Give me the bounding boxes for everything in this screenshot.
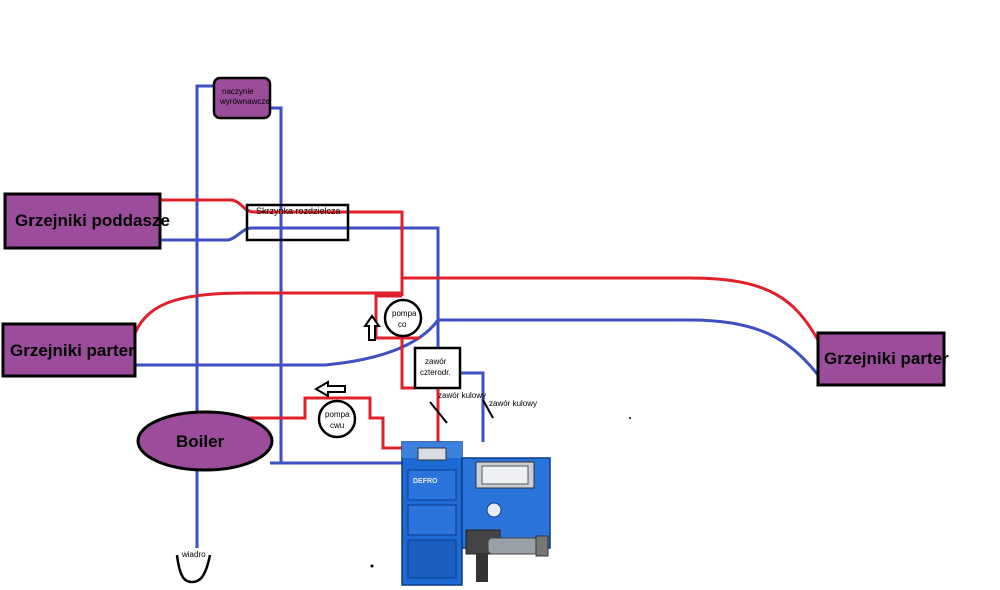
bucket-icon: wiadro — [175, 550, 212, 584]
ground-floor-radiators-right-box: Grzejniki parter — [816, 331, 949, 387]
mixing-valve-supply-pipe — [400, 338, 415, 390]
ball-valve-2-label: zawór kulowy — [489, 399, 537, 408]
cwu-pump: pompa cwu — [317, 399, 357, 439]
boiler: Boiler — [136, 410, 274, 472]
expansion-return-pipe — [270, 106, 283, 463]
cwu-pump-label-1: pompa — [325, 410, 350, 419]
pellet-furnace-image: DEFRO — [401, 441, 551, 586]
cwu-pump-flow-arrow-icon — [314, 380, 346, 398]
co-pump: pompa co — [383, 298, 423, 338]
expansion-drain-pipe — [195, 84, 214, 548]
ground-floor-radiators-left-box: Grzejniki parter — [1, 322, 137, 378]
attic-return-pipe — [160, 226, 440, 320]
ground-floor-radiators-left-label: Grzejniki parter — [10, 341, 135, 360]
co-pump-flow-arrow-icon — [363, 314, 381, 341]
svg-text:DEFRO: DEFRO — [413, 478, 438, 485]
left-floor-supply-pipe — [133, 291, 402, 334]
expansion-vessel: naczynie wyrównawcze — [212, 76, 272, 120]
boiler-label: Boiler — [176, 432, 225, 451]
furnace-return-pipe — [460, 371, 485, 442]
four-way-valve: zawór czterodr. — [413, 346, 462, 390]
ground-floor-radiators-right-label: Grzejniki parter — [824, 349, 949, 368]
return-pipes — [135, 84, 820, 548]
supply-pipes — [133, 198, 820, 450]
bucket-label: wiadro — [181, 550, 206, 559]
left-floor-return-pipe — [135, 319, 440, 367]
expansion-vessel-label-1: naczynie — [222, 87, 254, 96]
attic-radiators-label: Grzejniki poddasze — [15, 211, 170, 230]
boiler-supply-pipe — [243, 396, 402, 450]
expansion-vessel-label-2: wyrównawcze — [219, 97, 270, 106]
four-way-valve-label-1: zawór — [425, 357, 447, 366]
ball-valve-2: zawór kulowy — [482, 399, 537, 419]
distribution-box-label: Skrzynka rozdzielcza — [256, 206, 341, 216]
distribution-box: Skrzynka rozdzielcza — [245, 203, 350, 242]
four-way-valve-label-2: czterodr. — [420, 368, 451, 377]
attic-radiators-box: Grzejniki poddasze — [3, 192, 170, 250]
attic-supply-pipe — [160, 198, 404, 296]
ball-valve-1-label: zawór kulowy — [438, 391, 486, 400]
cwu-pump-label-2: cwu — [330, 421, 344, 430]
co-pump-label-2: co — [398, 320, 407, 329]
right-floor-supply-pipe — [402, 276, 820, 341]
ball-valve-1: zawór kulowy — [429, 391, 486, 424]
co-pump-loop — [374, 294, 420, 340]
co-pump-label-1: pompa — [392, 309, 417, 318]
right-floor-return-pipe — [438, 318, 820, 376]
